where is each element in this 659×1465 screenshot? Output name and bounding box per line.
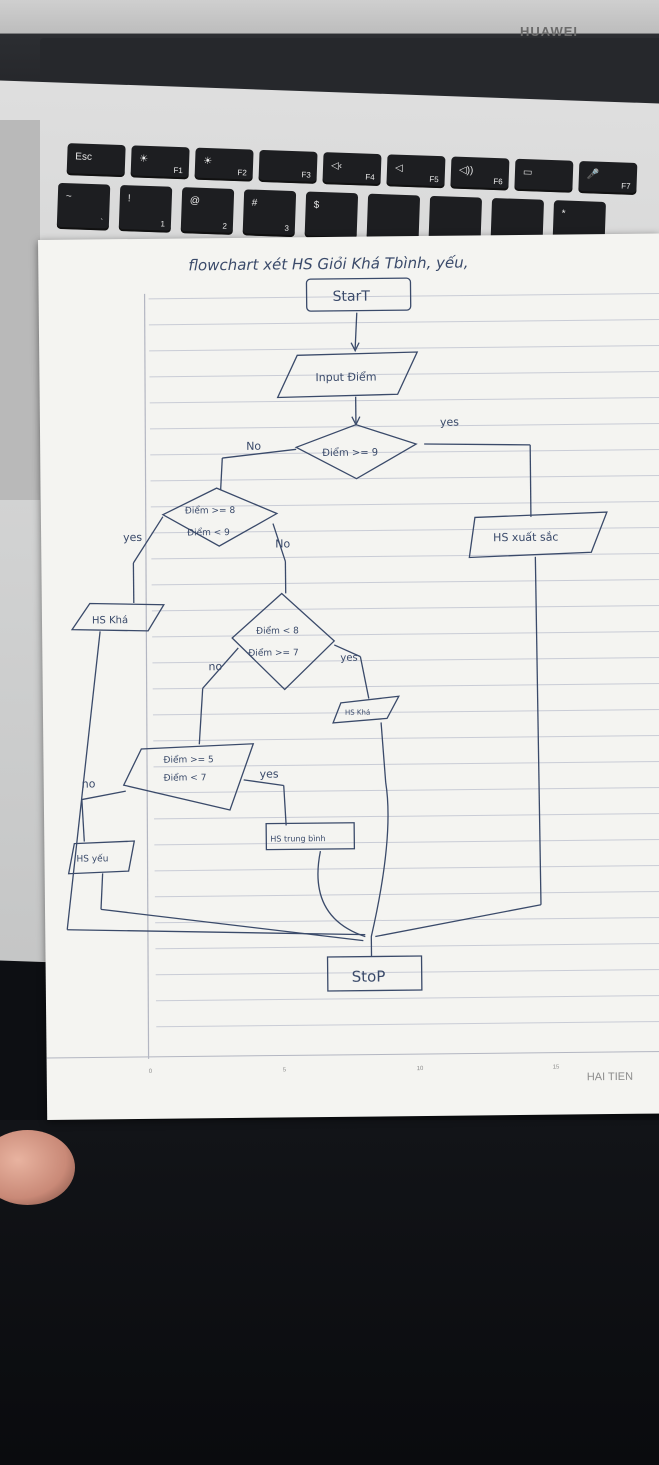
edge-label-gioi-yes: yes (440, 416, 459, 429)
key-label: ~ (65, 191, 72, 203)
output-trungbinh (265, 822, 356, 851)
volume-up-icon: ◁)) (458, 164, 474, 177)
output-yeu-label: HS yếu (76, 853, 108, 864)
key-label: F7 (621, 181, 631, 191)
desk-surface (0, 1120, 659, 1465)
stop-label: StoP (352, 967, 386, 985)
flowchart-drawing: 0 5 10 15 HAI TIEN flowchart xét HS Giỏi… (46, 253, 659, 1083)
start-label: StarT (333, 289, 371, 305)
key-label: F6 (493, 177, 503, 187)
input-label: Input Điểm (315, 370, 376, 384)
decision-yeu-label-2: Điểm < 7 (164, 772, 207, 783)
decision-diamond-kha (161, 487, 279, 547)
output-yeu (67, 840, 136, 875)
key-label: F4 (365, 172, 375, 182)
key-label: 1 (160, 219, 166, 229)
camera-icon: ▭ (522, 167, 533, 179)
key-5 (366, 193, 421, 242)
output-kha-label: HS Khá (92, 614, 128, 626)
key-label: * (561, 208, 566, 220)
decision-kha-label-2: Điểm < 9 (187, 527, 230, 538)
decision-tb-label-2: Điểm >= 7 (248, 647, 298, 659)
key-3: # 3 (242, 189, 297, 238)
edge-label-tb-yes: yes (340, 653, 357, 664)
input-parallelogram (276, 351, 419, 399)
ruler-mark: 15 (553, 1065, 560, 1071)
key-label: 2 (222, 221, 228, 231)
ruler-mark: 10 (417, 1066, 424, 1072)
laptop-brand-logo: HUAWEI (520, 24, 578, 39)
brightness-up-icon: ☀ (202, 155, 213, 168)
ruled-lines (46, 292, 659, 1059)
edge-label-tb-no: no (208, 660, 222, 673)
brightness-down-icon: ☀ (139, 153, 149, 165)
decision-tb-label-1: Điểm < 8 (256, 625, 299, 636)
key-2: @ 2 (180, 187, 235, 235)
key-4: $ (304, 191, 359, 240)
key-f7: 🎤 F7 (578, 161, 638, 196)
key-camera: ▭ (514, 158, 574, 193)
key-label: F5 (429, 174, 439, 185)
output-tb-kha (332, 695, 400, 724)
edge-label-kha-yes: yes (123, 531, 142, 544)
key-label: @ (189, 195, 201, 207)
edge-label-gioi-no: No (246, 440, 261, 453)
key-f5: ◁ F5 (386, 154, 446, 189)
output-trungbinh-label: HS trung bình (270, 834, 325, 844)
key-f1: ☀ F1 (130, 145, 190, 180)
key-f6: ◁)) F6 (450, 156, 510, 191)
key-tilde: ~ ` (56, 182, 111, 231)
key-label: F1 (173, 165, 183, 176)
decision-diamond-tb (231, 592, 336, 691)
edge-label-kha-no: No (275, 537, 290, 550)
key-label: F2 (237, 168, 247, 178)
key-label: ! (127, 193, 131, 205)
output-xuatsac-label: HS xuất sắc (493, 531, 558, 545)
notebook-brand: HAI TIEN (587, 1071, 633, 1083)
edge-label-yeu-no: no (82, 777, 96, 790)
microphone-icon: 🎤 (586, 169, 600, 181)
output-tb-kha-label: HS Khá (345, 709, 370, 717)
key-f4: ◁‹ F4 (322, 152, 382, 187)
mute-icon: ◁‹ (330, 160, 343, 172)
volume-down-icon: ◁ (394, 162, 403, 174)
edge-label-yeu-yes: yes (260, 768, 279, 781)
output-xuatsac (468, 511, 608, 559)
start-terminal (305, 277, 412, 312)
key-label: F3 (301, 170, 311, 180)
key-1: ! 1 (118, 184, 173, 233)
stop-terminal (326, 955, 423, 992)
margin-line (143, 293, 150, 1059)
decision-gioi-label: Điểm >= 9 (322, 445, 378, 459)
key-f3: F3 (258, 149, 318, 184)
decision-diamond-yeu (122, 743, 255, 811)
decision-diamond-gioi (294, 423, 418, 480)
key-label: $ (313, 199, 320, 211)
key-label: # (251, 197, 258, 209)
finger-tip (0, 1130, 75, 1205)
flowchart-title: flowchart xét HS Giỏi Khá Tbình, yếu, (188, 253, 468, 274)
flowchart-shapes (66, 277, 608, 992)
key-label: ` (100, 217, 104, 227)
key-f2: ☀ F2 (194, 147, 254, 182)
decision-yeu-label-1: Điểm >= 5 (163, 754, 213, 766)
notebook-page: 0 5 10 15 HAI TIEN flowchart xét HS Giỏi… (38, 233, 659, 1120)
key-label: Esc (75, 151, 93, 163)
laptop-deck-edge (0, 120, 40, 500)
key-esc: Esc (66, 143, 126, 178)
ruler-mark: 5 (283, 1067, 287, 1073)
output-kha (70, 602, 165, 632)
ruler-mark: 0 (149, 1069, 153, 1075)
key-label: 3 (284, 223, 290, 233)
decision-kha-label-1: Điểm >= 8 (185, 505, 236, 517)
